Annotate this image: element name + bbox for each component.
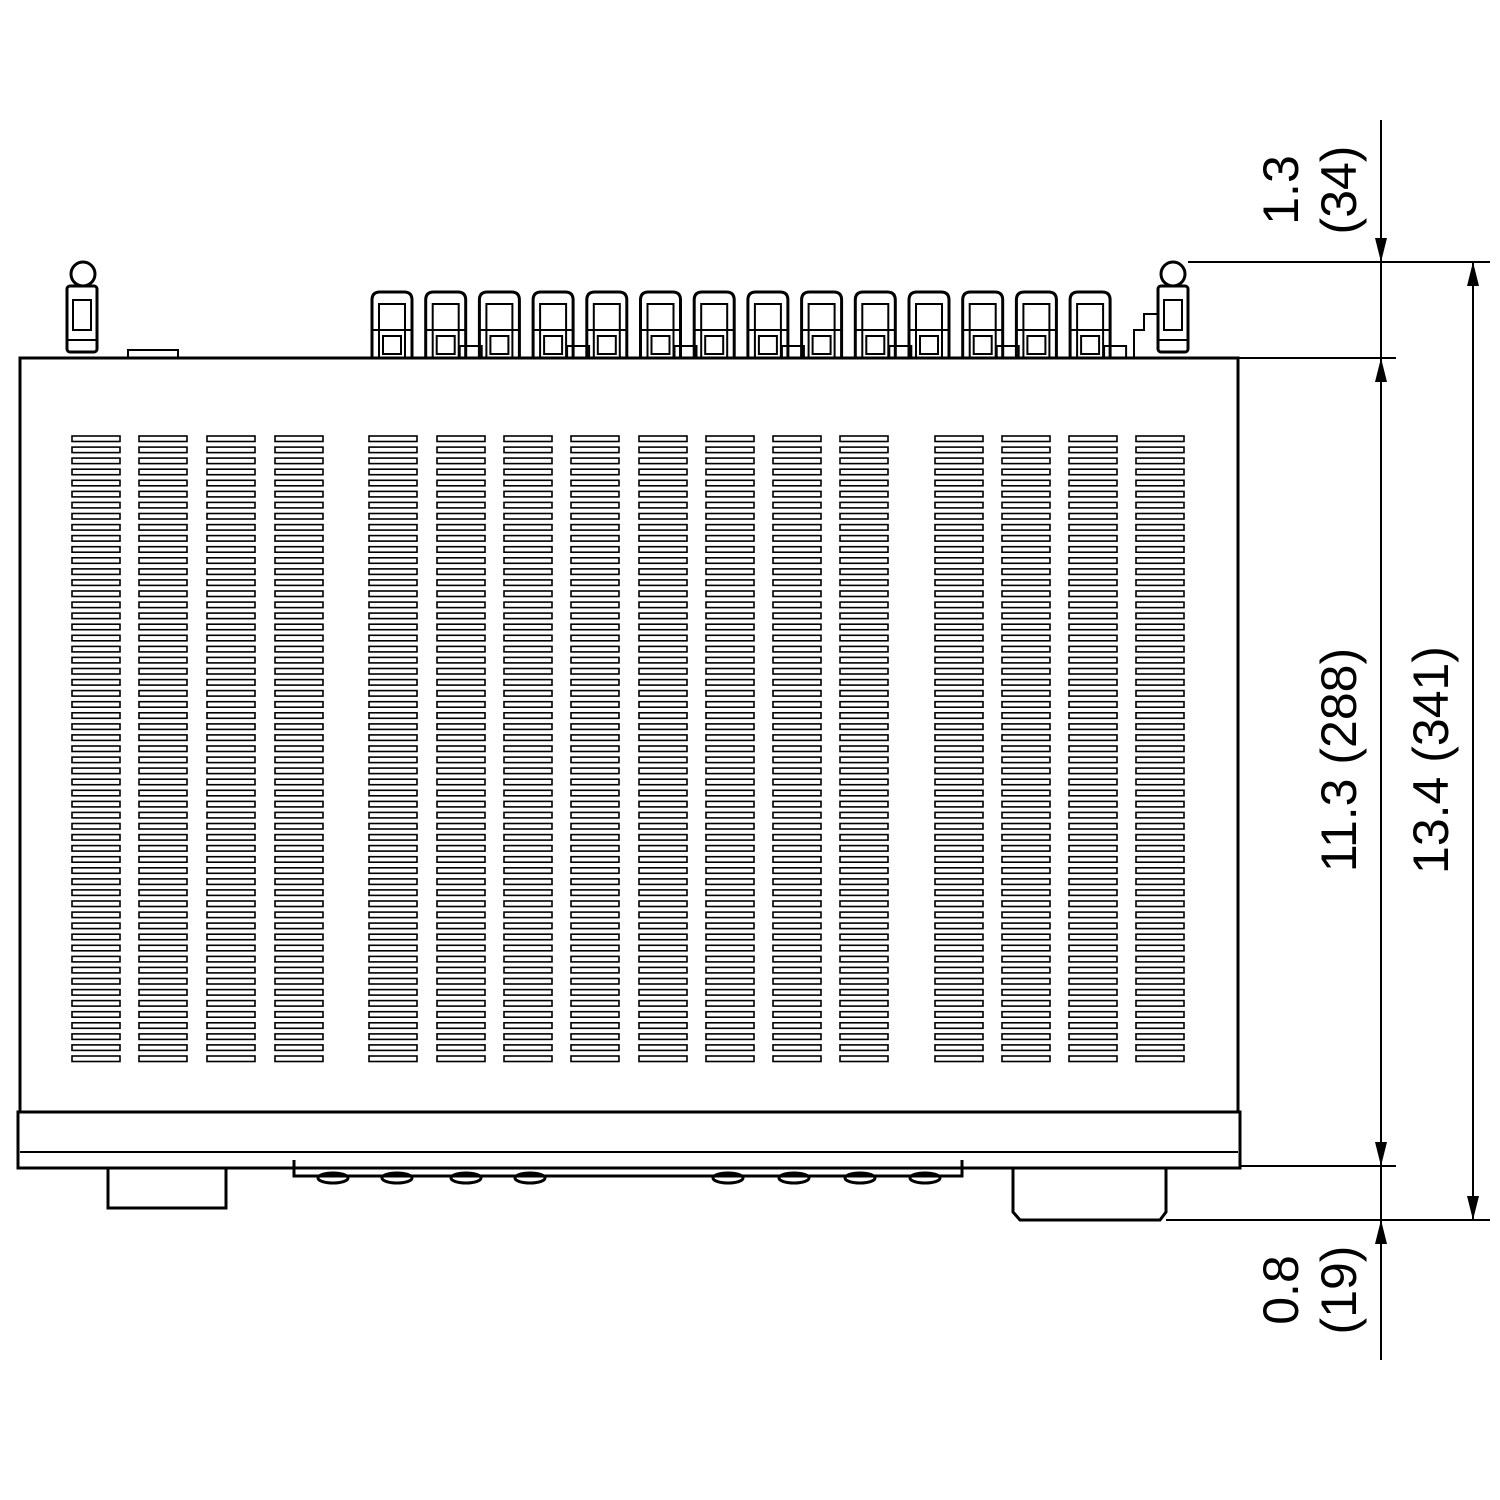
control-strip [292, 1160, 964, 1178]
chassis [16, 356, 1242, 1170]
knob-icon [777, 1171, 811, 1185]
antenna-terminal-icon [69, 260, 97, 288]
speaker-terminal-icon [477, 290, 521, 358]
front-knob-row [316, 1171, 942, 1185]
speaker-terminal-icon [961, 290, 1020, 359]
knob-icon [380, 1171, 414, 1185]
knob-icon [711, 1171, 745, 1185]
vent-column [206, 435, 256, 1063]
knob-icon [316, 1171, 350, 1185]
arrowhead-icon [1375, 238, 1387, 262]
knob-icon [908, 1171, 942, 1185]
speaker-terminal-icon [1068, 290, 1128, 359]
speaker-terminal-icon [692, 290, 736, 358]
dim-bottom-mm: (19) [1311, 1246, 1367, 1335]
speaker-terminal-icon [746, 290, 805, 359]
rear-terminal-row [370, 290, 1128, 359]
vent-column [570, 435, 620, 1063]
chassis-top-panel [18, 356, 1240, 1114]
vent-column [638, 435, 688, 1063]
speaker-terminal-icon [1014, 290, 1058, 358]
antenna-terminal-icon [1159, 260, 1187, 288]
arrowhead-icon [1375, 358, 1387, 382]
speaker-terminal-icon [800, 290, 844, 358]
knob-icon [843, 1171, 877, 1185]
vent-column [138, 435, 188, 1063]
vent-column [772, 435, 822, 1063]
dim-body-depth: 11.3 (288) [1311, 648, 1367, 872]
vent-column [1068, 435, 1118, 1063]
ventilation-grille [71, 435, 1185, 1063]
right-foot [1011, 1168, 1168, 1222]
speaker-terminal-icon [531, 290, 591, 359]
speaker-terminal-icon [585, 290, 629, 358]
antenna-terminal-right [1133, 260, 1190, 358]
vent-column [839, 435, 889, 1063]
arrowhead-icon [1375, 1220, 1387, 1244]
vent-column [436, 435, 486, 1063]
knob-icon [513, 1171, 547, 1185]
vent-column [1001, 435, 1051, 1063]
vent-column [71, 435, 121, 1063]
dim-bottom-inch: 0.8 [1253, 1255, 1309, 1325]
arrowhead-icon [1467, 1196, 1479, 1220]
front-feet [106, 1160, 1168, 1222]
vent-column [368, 435, 418, 1063]
dim-top-mm: (34) [1311, 146, 1367, 235]
front-panel [16, 1110, 1242, 1170]
knob-icon [449, 1171, 483, 1185]
antenna-terminal-left [65, 260, 179, 359]
vent-column [274, 435, 324, 1063]
vent-column [1135, 435, 1185, 1063]
dimension-lines [1166, 120, 1490, 1360]
vent-column [705, 435, 755, 1063]
speaker-terminal-icon [907, 290, 951, 358]
left-foot [106, 1168, 228, 1210]
speaker-terminal-icon [370, 290, 414, 358]
dim-overall-depth: 13.4 (341) [1403, 646, 1459, 874]
arrowhead-icon [1375, 1142, 1387, 1166]
dim-top-inch: 1.3 [1253, 155, 1309, 225]
vent-column [503, 435, 553, 1063]
speaker-terminal-icon [639, 290, 698, 359]
speaker-terminal-icon [853, 290, 913, 359]
vent-column [934, 435, 984, 1063]
speaker-terminal-icon [424, 290, 483, 359]
arrowhead-icon [1467, 262, 1479, 286]
